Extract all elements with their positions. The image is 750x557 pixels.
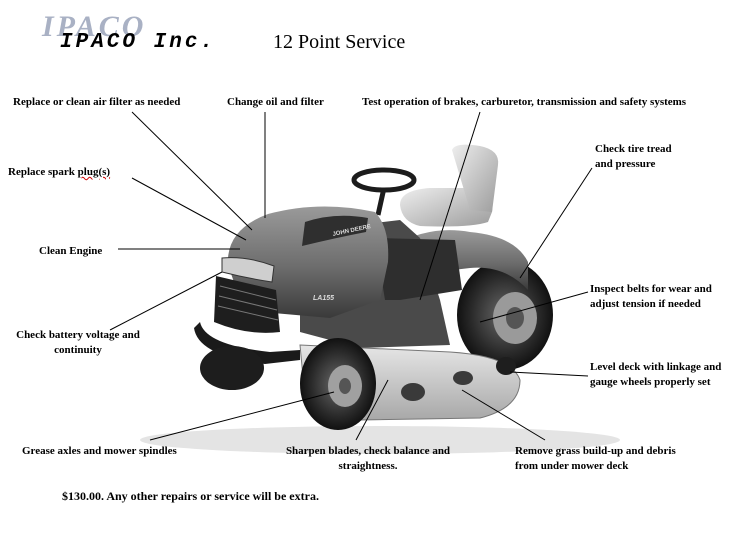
- leader-test-operation: [419, 111, 481, 301]
- label-oil-filter: Change oil and filter: [227, 96, 324, 108]
- label-spark-plug-word: plug(s): [77, 166, 111, 178]
- label-belts-line2: adjust tension if needed: [590, 298, 701, 310]
- grille: [214, 276, 280, 333]
- seat-back: [452, 144, 499, 212]
- leader-tire: [519, 167, 593, 279]
- leader-blades: [355, 379, 389, 441]
- label-blades: Sharpen blades, check balance and straig…: [275, 444, 461, 474]
- hood-stripe: [302, 215, 368, 246]
- leader-belts: [479, 291, 589, 323]
- steering-wheel: [351, 167, 417, 193]
- leader-grease: [149, 391, 335, 441]
- steering-column: [375, 187, 387, 216]
- label-tire-line1: Check tire tread: [595, 143, 672, 155]
- logo-shadow-text: IPACO: [42, 10, 147, 43]
- label-belts: Inspect belts for wear and adjust tensio…: [590, 282, 712, 312]
- leader-lines: [109, 111, 593, 441]
- label-blades-line1: Sharpen blades, check balance and: [285, 445, 451, 457]
- label-battery-line1: Check battery voltage and: [16, 329, 140, 341]
- label-test-operation: Test operation of brakes, carburetor, tr…: [362, 96, 687, 108]
- price-note: $130.00. Any other repairs or service wi…: [62, 489, 319, 503]
- label-grass-line2: from under mower deck: [515, 460, 629, 472]
- leader-battery: [109, 271, 223, 331]
- gauge-wheel: [496, 357, 516, 375]
- label-battery: Check battery voltage and continuity: [8, 328, 148, 358]
- leader-air-filter: [131, 111, 253, 231]
- label-blades-line2: straightness.: [338, 460, 398, 472]
- ground-shadow: [140, 426, 620, 454]
- page-title: 12 Point Service: [273, 31, 406, 53]
- model-badge-text: LA155: [313, 295, 334, 302]
- label-battery-line2: continuity: [54, 344, 102, 356]
- label-grass-line1: Remove grass build-up and debris: [515, 445, 676, 457]
- company-logo: IPACO Inc.: [60, 31, 217, 54]
- headlight: [221, 257, 275, 283]
- leader-grass: [461, 389, 546, 441]
- label-grass: Remove grass build-up and debris from un…: [515, 444, 676, 474]
- leader-spark-plug: [131, 177, 247, 241]
- label-tire-line2: and pressure: [595, 158, 656, 170]
- label-clean-engine: Clean Engine: [39, 245, 103, 257]
- footrest: [375, 238, 462, 300]
- label-deck: Level deck with linkage and gauge wheels…: [590, 360, 721, 390]
- front-right-hub-center: [339, 378, 351, 394]
- deck-spindle-2: [453, 371, 473, 385]
- label-grease: Grease axles and mower spindles: [22, 445, 177, 457]
- leader-deck: [509, 371, 589, 377]
- label-spark-plug-prefix: Replace spark: [8, 166, 78, 178]
- label-deck-line2: gauge wheels properly set: [590, 376, 711, 388]
- grille-slats: [217, 285, 279, 321]
- label-air-filter: Replace or clean air filter as needed: [13, 96, 181, 108]
- front-left-tire: [200, 346, 264, 390]
- label-belts-line1: Inspect belts for wear and: [590, 283, 712, 295]
- rear-hub-center: [506, 307, 524, 329]
- label-spark-plug: Replace spark plug(s): [8, 165, 110, 180]
- label-deck-line1: Level deck with linkage and: [590, 361, 722, 373]
- deck-spindle-1: [401, 383, 425, 401]
- label-tire: Check tire tread and pressure: [595, 142, 672, 172]
